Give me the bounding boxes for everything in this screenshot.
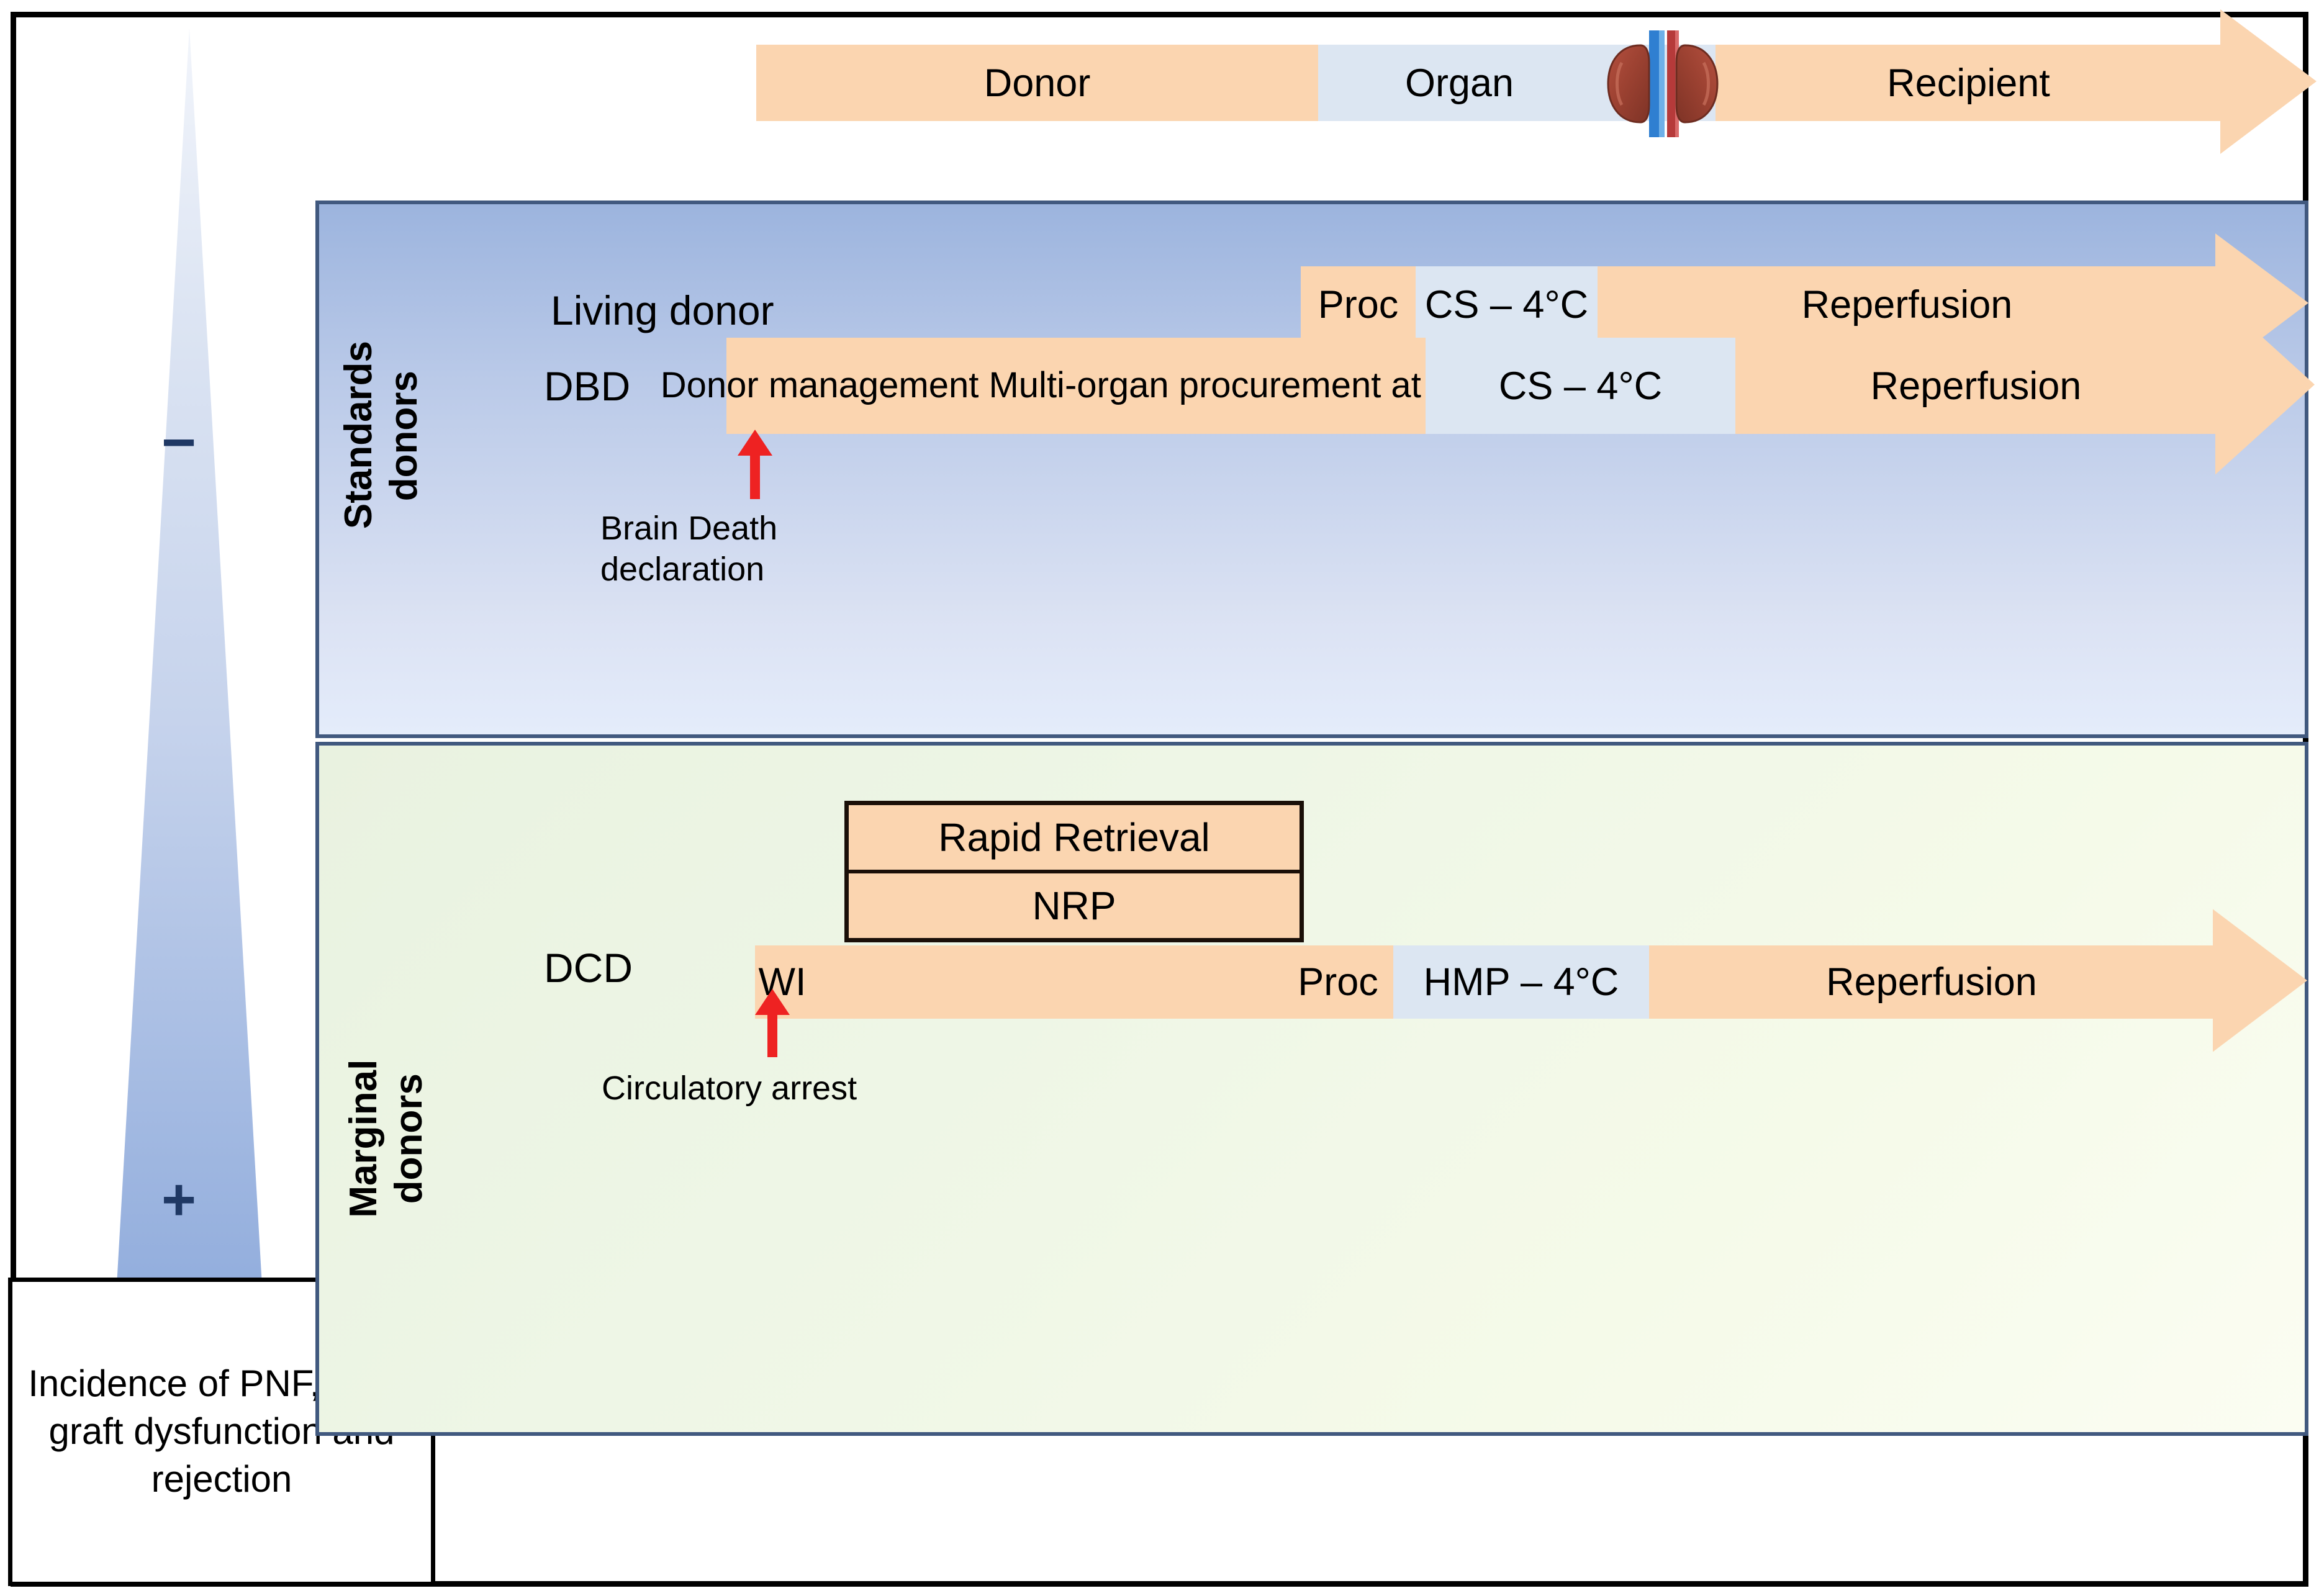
top-arrow-head	[2220, 9, 2317, 157]
dbd-arrow-head	[2215, 294, 2315, 477]
dcd-arrow-head	[2213, 909, 2307, 1055]
risk-plus-sign: +	[161, 1166, 197, 1233]
top-seg-donor: Donor	[756, 45, 1318, 121]
top-seg-recipient: Recipient	[1716, 45, 2222, 121]
caption-brain-death: Brain Death declaration	[600, 510, 778, 588]
flow-arrow-dbd: Donor management Multi-organ procurement…	[661, 294, 2319, 474]
dbd-seg-cs: CS – 4°C	[1426, 338, 1735, 434]
top-flow-arrow: Donor Organ Recipient	[756, 9, 2317, 154]
panel-marginal-side-label: Marginal donors	[341, 1059, 430, 1218]
panel-standards-side-label: Standards donors	[337, 340, 425, 530]
flow-arrow-dcd: WI Proc HMP – 4°C Reperfusion	[755, 909, 2319, 1052]
flow-arrow-living-donor: Proc CS – 4°C Reperfusion	[1301, 233, 2319, 373]
red-up-arrow-icon-brain-death	[736, 430, 774, 499]
risk-minus-sign: −	[161, 409, 197, 476]
dcd-seg-hmp: HMP – 4°C	[1393, 945, 1649, 1019]
living-seg-proc: Proc	[1301, 266, 1416, 343]
row-label-living-donor: Living donor	[551, 287, 774, 333]
red-up-arrow-icon-circulatory-arrest	[754, 989, 791, 1057]
dcd-seg-wi: WI	[755, 945, 810, 1019]
top-seg-organ: Organ	[1318, 45, 1601, 121]
risk-gradient-wedge: − +	[93, 28, 286, 1285]
living-seg-cs: CS – 4°C	[1416, 266, 1598, 343]
living-seg-reperfusion: Reperfusion	[1598, 266, 2217, 343]
kidney-icon	[1594, 28, 1719, 140]
rapid-retrieval-label: Rapid Retrieval	[849, 805, 1300, 873]
caption-circulatory-arrest: Circulatory arrest	[602, 1070, 857, 1107]
dcd-seg-reperfusion: Reperfusion	[1649, 945, 2214, 1019]
panel-marginal-donors: Marginal donors DCD WI Proc HMP – 4°C Re…	[315, 742, 2308, 1436]
dcd-seg-retrieval-slot	[810, 945, 1283, 1019]
dbd-seg-donor-management: Donor management Multi-organ procurement…	[661, 338, 1491, 434]
dbd-seg-reperfusion: Reperfusion	[1735, 338, 2217, 434]
nrp-label: NRP	[1032, 883, 1116, 928]
row-label-dcd: DCD	[544, 945, 633, 991]
panel-standards-donors: Standards donors Living donor Proc CS – …	[315, 201, 2315, 738]
rapid-retrieval-nrp-box: Rapid Retrieval NRP	[844, 801, 1304, 942]
row-label-dbd: DBD	[544, 363, 631, 409]
dbd-seg-donor-management-text: Donor management Multi-organ procurement…	[660, 365, 1492, 406]
dcd-seg-proc: Proc	[1283, 945, 1393, 1019]
